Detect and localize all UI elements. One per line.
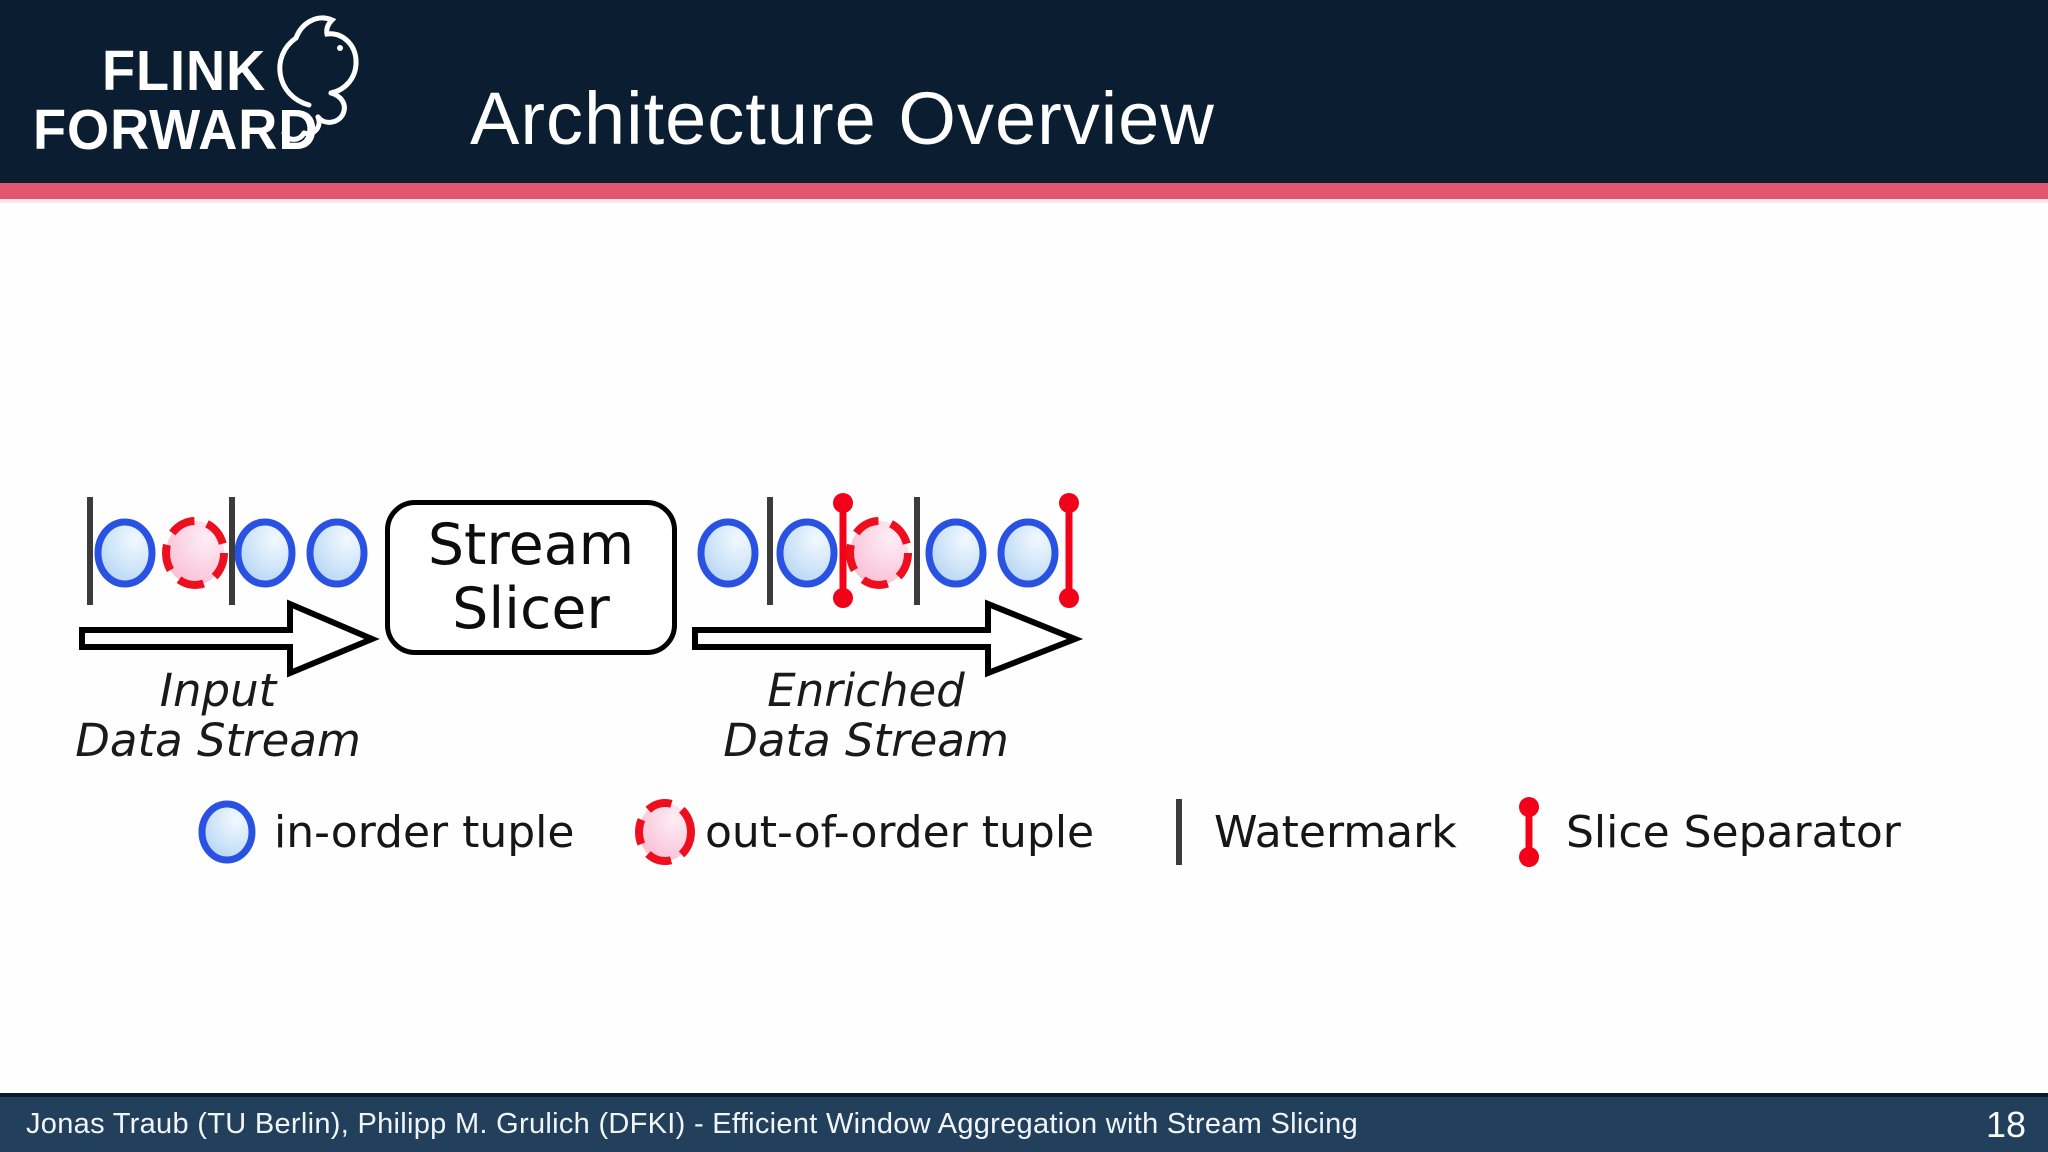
header-bar: FLINK FORWARD Architecture Overview <box>0 0 2048 183</box>
logo-text-flink: FLINK <box>102 39 267 103</box>
legend-item-in-order-tuple: in-order tuple <box>197 796 574 868</box>
slice-separator-icon <box>833 493 853 513</box>
slice-separator-icon <box>833 588 853 608</box>
in-order-tuple-icon <box>94 518 156 588</box>
accent-stripe <box>0 183 2048 199</box>
legend-label: out-of-order tuple <box>705 806 1095 858</box>
page-number: 18 <box>1985 1103 2026 1145</box>
in-order-tuple-icon <box>925 518 987 588</box>
input-stream-arrow <box>79 599 380 678</box>
in-order-tuple-icon <box>198 800 256 864</box>
in-order-tuple-icon <box>997 518 1059 588</box>
slice-separator-icon <box>1059 588 1079 608</box>
legend-item-watermark: Watermark <box>1174 796 1457 868</box>
out-of-order-tuple-icon <box>635 799 695 865</box>
footer-bar: Jonas Traub (TU Berlin), Philipp M. Grul… <box>0 1093 2048 1152</box>
enriched-stream-arrow <box>692 599 1084 678</box>
legend-label: in-order tuple <box>274 806 575 858</box>
watermark-icon <box>87 497 93 605</box>
legend-item-slice-separator: Slice Separator <box>1516 796 1901 868</box>
stream-slicer-label-line2: Slicer <box>452 575 610 642</box>
flink-forward-logo: FLINK FORWARD <box>0 0 400 183</box>
legend-label: Slice Separator <box>1566 806 1901 858</box>
in-order-tuple-icon <box>306 518 368 588</box>
out-of-order-tuple-icon <box>162 517 228 589</box>
page-title: Architecture Overview <box>470 77 1215 160</box>
in-order-tuple-icon <box>776 518 838 588</box>
out-of-order-tuple-icon <box>846 517 912 589</box>
watermark-icon <box>767 497 773 605</box>
in-order-tuple-icon <box>697 518 759 588</box>
input-stream-label-line2: Data Stream <box>75 713 361 767</box>
input-stream-label: Input Data Stream <box>33 668 403 768</box>
enriched-stream-label: Enriched Data Stream <box>696 668 1036 768</box>
stream-slicer-box: Stream Slicer <box>385 500 677 655</box>
enriched-stream-label-line2: Data Stream <box>723 713 1009 767</box>
in-order-tuple-icon <box>234 518 296 588</box>
watermark-icon <box>1176 799 1182 865</box>
watermark-icon <box>914 497 920 605</box>
stream-slicer-label-line1: Stream <box>427 511 635 578</box>
legend-item-out-of-order-tuple: out-of-order tuple <box>633 796 1094 868</box>
squirrel-logo-icon <box>277 15 359 142</box>
logo-text-forward: FORWARD <box>33 98 319 162</box>
footer-credits: Jonas Traub (TU Berlin), Philipp M. Grul… <box>26 1108 1359 1140</box>
slice-separator-icon <box>1519 797 1539 867</box>
accent-stripe-fade <box>0 199 2048 203</box>
slice-separator-icon <box>1059 493 1079 513</box>
watermark-icon <box>229 497 235 605</box>
input-stream-label-line1: Input <box>159 664 277 717</box>
enriched-stream-label-line1: Enriched <box>767 664 965 717</box>
legend-label: Watermark <box>1214 806 1457 858</box>
